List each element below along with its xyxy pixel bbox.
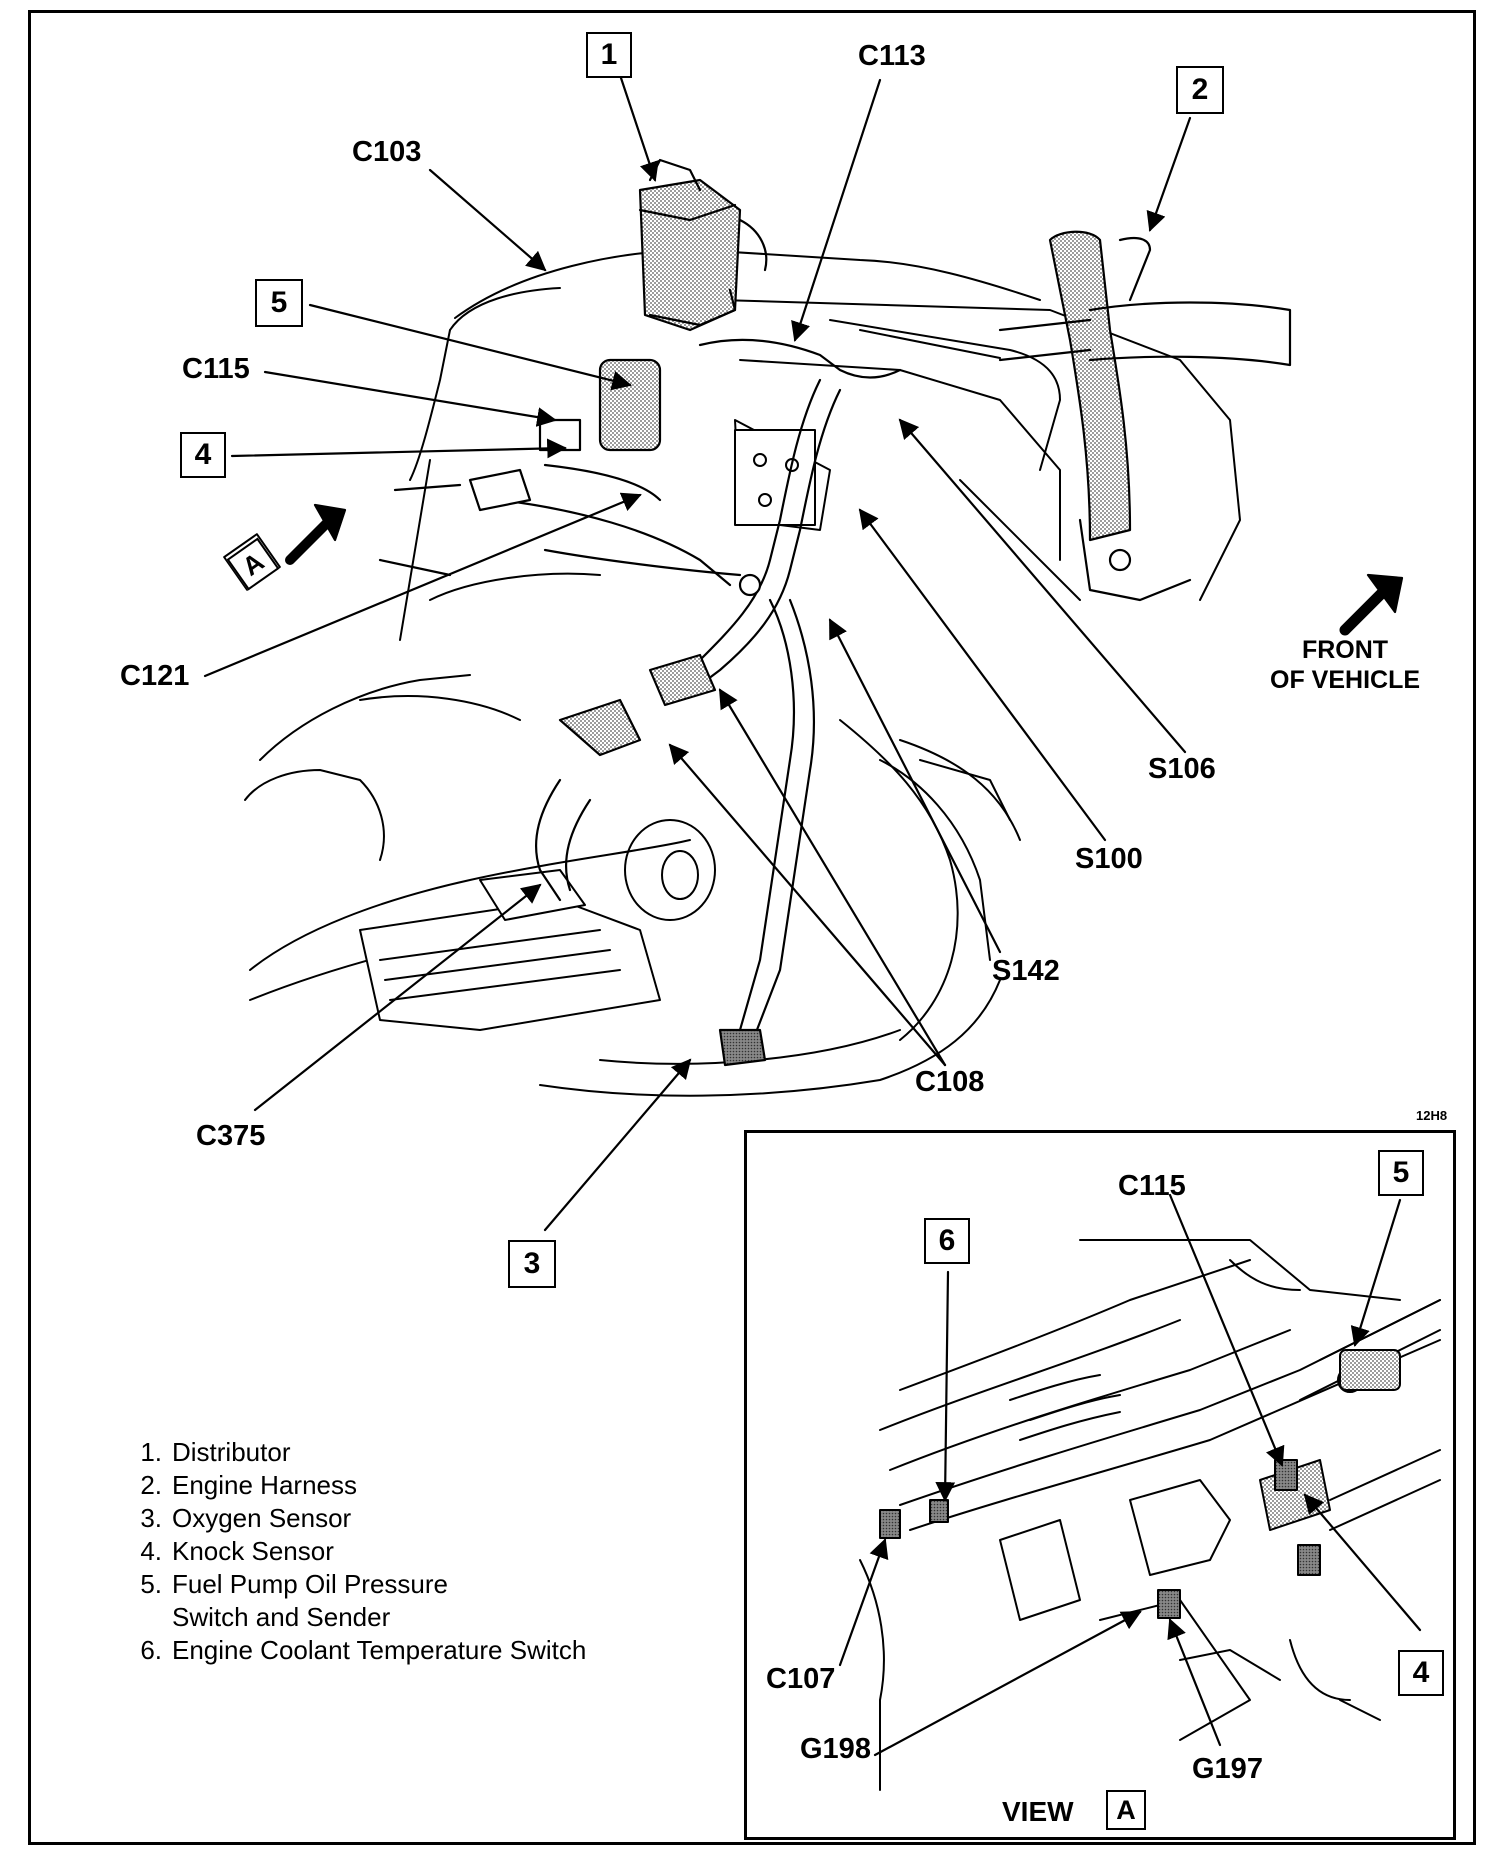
inset-callout-box-6: 6 bbox=[924, 1218, 970, 1264]
diagram-frame bbox=[28, 10, 1476, 1845]
callout-box-4: 4 bbox=[180, 432, 226, 478]
legend-item: 4. Knock Sensor bbox=[124, 1535, 586, 1568]
legend-num: 1. bbox=[140, 1437, 162, 1467]
label-s106: S106 bbox=[1148, 753, 1216, 785]
label-c103: C103 bbox=[352, 136, 422, 168]
legend-item: 1. Distributor bbox=[124, 1436, 586, 1469]
label-c115: C115 bbox=[182, 353, 250, 385]
front-of-vehicle-label: FRONT OF VEHICLE bbox=[1270, 635, 1420, 695]
legend-item: 5. Fuel Pump Oil Pressure bbox=[124, 1568, 586, 1601]
legend-text: Engine Coolant Temperature Switch bbox=[172, 1635, 587, 1665]
upper-hose-drawing bbox=[998, 230, 1292, 602]
inset-label-g198: G198 bbox=[800, 1733, 871, 1765]
legend-text: Oxygen Sensor bbox=[172, 1503, 352, 1533]
distributor-drawing bbox=[638, 158, 768, 332]
view-label-box: A bbox=[1106, 1790, 1146, 1830]
inset-label-g197: G197 bbox=[1192, 1753, 1263, 1785]
legend-item-continuation: Switch and Sender bbox=[172, 1602, 391, 1632]
legend: 1. Distributor 2. Engine Harness 3. Oxygen … bbox=[124, 1436, 586, 1667]
legend-text: Engine Harness bbox=[172, 1470, 357, 1500]
leader-lines-main bbox=[203, 73, 1192, 1232]
leader-lines-inset bbox=[838, 1193, 1422, 1757]
legend-text: Fuel Pump Oil Pressure bbox=[172, 1569, 448, 1599]
legend-num: 2. bbox=[140, 1470, 162, 1500]
figure-code: 12H8 bbox=[1416, 1108, 1448, 1123]
inset-callout-box-4: 4 bbox=[1398, 1650, 1444, 1696]
engine-block-outline bbox=[244, 249, 1241, 1097]
callout-box-3: 3 bbox=[508, 1240, 556, 1288]
label-c113: C113 bbox=[858, 40, 926, 72]
inset-label-c107: C107 bbox=[766, 1663, 836, 1695]
legend-item: 3. Oxygen Sensor bbox=[124, 1502, 586, 1535]
callout-box-2: 2 bbox=[1176, 66, 1224, 114]
view-label: VIEW bbox=[1002, 1796, 1074, 1827]
legend-num: 3. bbox=[140, 1503, 162, 1533]
label-c121: C121 bbox=[120, 660, 190, 692]
legend-item: 2. Engine Harness bbox=[124, 1469, 586, 1502]
front-arrow-icon bbox=[1339, 573, 1404, 636]
legend-num: 4. bbox=[140, 1536, 162, 1566]
view-a-inset bbox=[744, 1130, 1456, 1840]
inset-callout-box-5: 5 bbox=[1378, 1150, 1424, 1196]
label-c108: C108 bbox=[915, 1066, 985, 1098]
legend-num: 5. bbox=[140, 1569, 162, 1599]
front-of-vehicle-line1: FRONT bbox=[1301, 636, 1389, 664]
label-c375: C375 bbox=[196, 1120, 266, 1152]
callout-box-1: 1 bbox=[586, 32, 632, 78]
legend-text: Knock Sensor bbox=[172, 1536, 334, 1566]
legend-item: 6. Engine Coolant Temperature Switch bbox=[124, 1634, 586, 1667]
inset-label-c115: C115 bbox=[1118, 1170, 1186, 1202]
label-s142: S142 bbox=[992, 955, 1060, 987]
legend-text: Distributor bbox=[172, 1437, 291, 1467]
front-of-vehicle-line2: OF VEHICLE bbox=[1270, 666, 1421, 694]
legend-num: 6. bbox=[140, 1635, 162, 1665]
callout-box-5: 5 bbox=[255, 279, 303, 327]
label-s100: S100 bbox=[1075, 843, 1143, 875]
